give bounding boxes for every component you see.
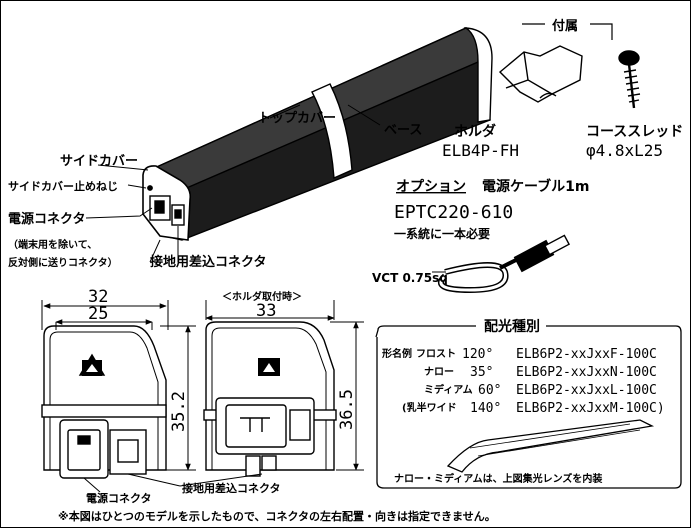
dist-row-2-model: ELB6P2-xxJxxL-100C — [516, 383, 657, 398]
dist-row-2-angle: 60° — [478, 383, 501, 398]
distribution-title: 配光種別 — [484, 318, 540, 335]
power-cable-label: 電源ケーブル1m — [482, 178, 590, 195]
holder-attached-label: ＜ホルダ取付時＞ — [222, 290, 302, 303]
dist-row-1-model: ELB6P2-xxJxxN-100C — [516, 365, 657, 380]
dim-width-holder: 33 — [256, 301, 276, 321]
power-cable-drawing — [432, 234, 571, 294]
dim-height-left: 35.2 — [169, 391, 189, 432]
option-label: オプション — [396, 179, 466, 195]
holder-label: ホルダ — [454, 123, 496, 140]
connector-note-2: 反対側に送りコネクタ） — [8, 256, 118, 269]
dist-row-0-name: フロスト — [416, 348, 456, 360]
base-label: ベース — [384, 123, 422, 138]
dim-height-holder: 36.5 — [337, 389, 357, 430]
top-cover-label: トップカバー — [258, 111, 336, 126]
bottom-ground-connector-label: 接地用差込コネクタ — [182, 481, 281, 495]
dist-row-1-angle: 35° — [470, 365, 493, 380]
footnote: ※本図はひとつのモデルを示したもので、コネクタの左右配置・向きは指定できません。 — [58, 509, 496, 523]
dist-row-0-angle: 120° — [462, 347, 493, 362]
side-cover-screw-label: サイドカバー止めねじ — [8, 179, 118, 193]
dist-row-2-name: ミディアム — [424, 383, 473, 396]
led-bar-drawing — [142, 27, 493, 241]
ground-connector-label: 接地用差込コネクタ — [150, 254, 266, 270]
dim-width-outer: 32 — [88, 287, 108, 307]
side-cover-label: サイドカバー — [60, 154, 138, 169]
holder-clip-drawing — [498, 45, 583, 103]
bottom-power-connector-label: 電源コネクタ — [86, 491, 152, 505]
dist-row-3-name: (乳半ワイド — [402, 401, 457, 414]
dist-row-1-name: ナロー — [424, 366, 454, 378]
vct-label: VCT 0.75sq — [372, 271, 448, 285]
accessories-group — [498, 23, 641, 109]
dim-width-inner: 25 — [88, 304, 108, 324]
light-distribution-box — [375, 325, 682, 489]
dist-row-3-model: ELB6P2-xxJxxM-100C) — [516, 401, 665, 416]
holder-model: ELB4P-FH — [442, 141, 519, 160]
cable-model: EPTC220-610 — [394, 202, 513, 223]
connector-note-1: （端末用を除いて、 — [8, 238, 97, 251]
screw-drawing — [618, 50, 641, 109]
accessories-label: 付属 — [552, 18, 578, 34]
bar-holder-band — [311, 83, 353, 180]
bar-end-cap — [463, 27, 493, 123]
screw-label: コーススレッド — [586, 124, 683, 140]
power-connector-label: 電源コネクタ — [8, 211, 85, 227]
cross-section-left — [41, 325, 167, 479]
screw-size: φ4.8xL25 — [586, 141, 663, 160]
dist-row-0-model: ELB6P2-xxJxxF-100C — [516, 347, 657, 362]
lens-drawing — [446, 419, 655, 473]
lens-note: ナロー・ミディアムは、上図集光レンズを内装 — [394, 472, 602, 485]
cross-section-holder — [203, 321, 337, 477]
distribution-header-label: 形名例 — [382, 347, 412, 360]
cable-note: 一系統に一本必要 — [394, 226, 490, 241]
dist-row-3-angle: 140° — [470, 401, 501, 416]
